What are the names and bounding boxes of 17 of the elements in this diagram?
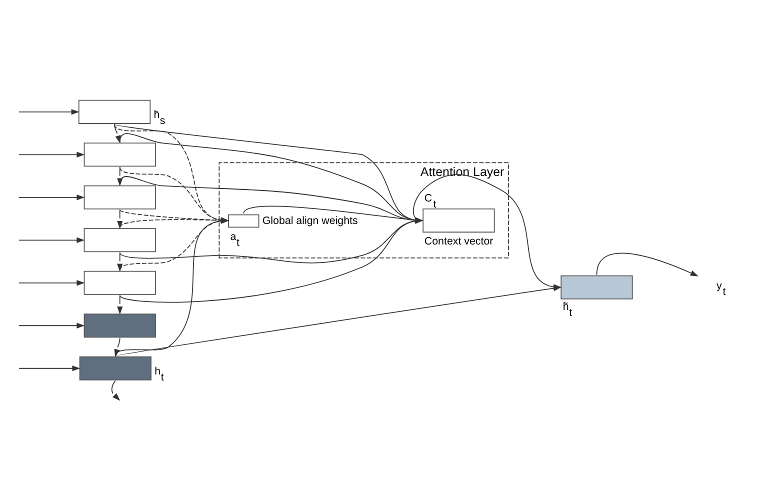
arrow: [18, 365, 80, 371]
arrow: [117, 208, 123, 229]
arrow: [111, 380, 120, 400]
arrow: [18, 194, 85, 200]
arrow: [596, 252, 698, 276]
arrow: [18, 322, 85, 328]
node-label: Global align weights: [262, 214, 358, 226]
arrow: [18, 280, 85, 286]
arrow: [18, 108, 80, 114]
arrow: [18, 151, 85, 157]
arrow: [117, 252, 123, 272]
arrow: [119, 217, 229, 228]
arrow: [18, 236, 85, 242]
node-label: Context vector: [424, 234, 494, 247]
arrow: [119, 218, 229, 270]
arrow: [119, 208, 229, 223]
arrow: [117, 294, 123, 314]
